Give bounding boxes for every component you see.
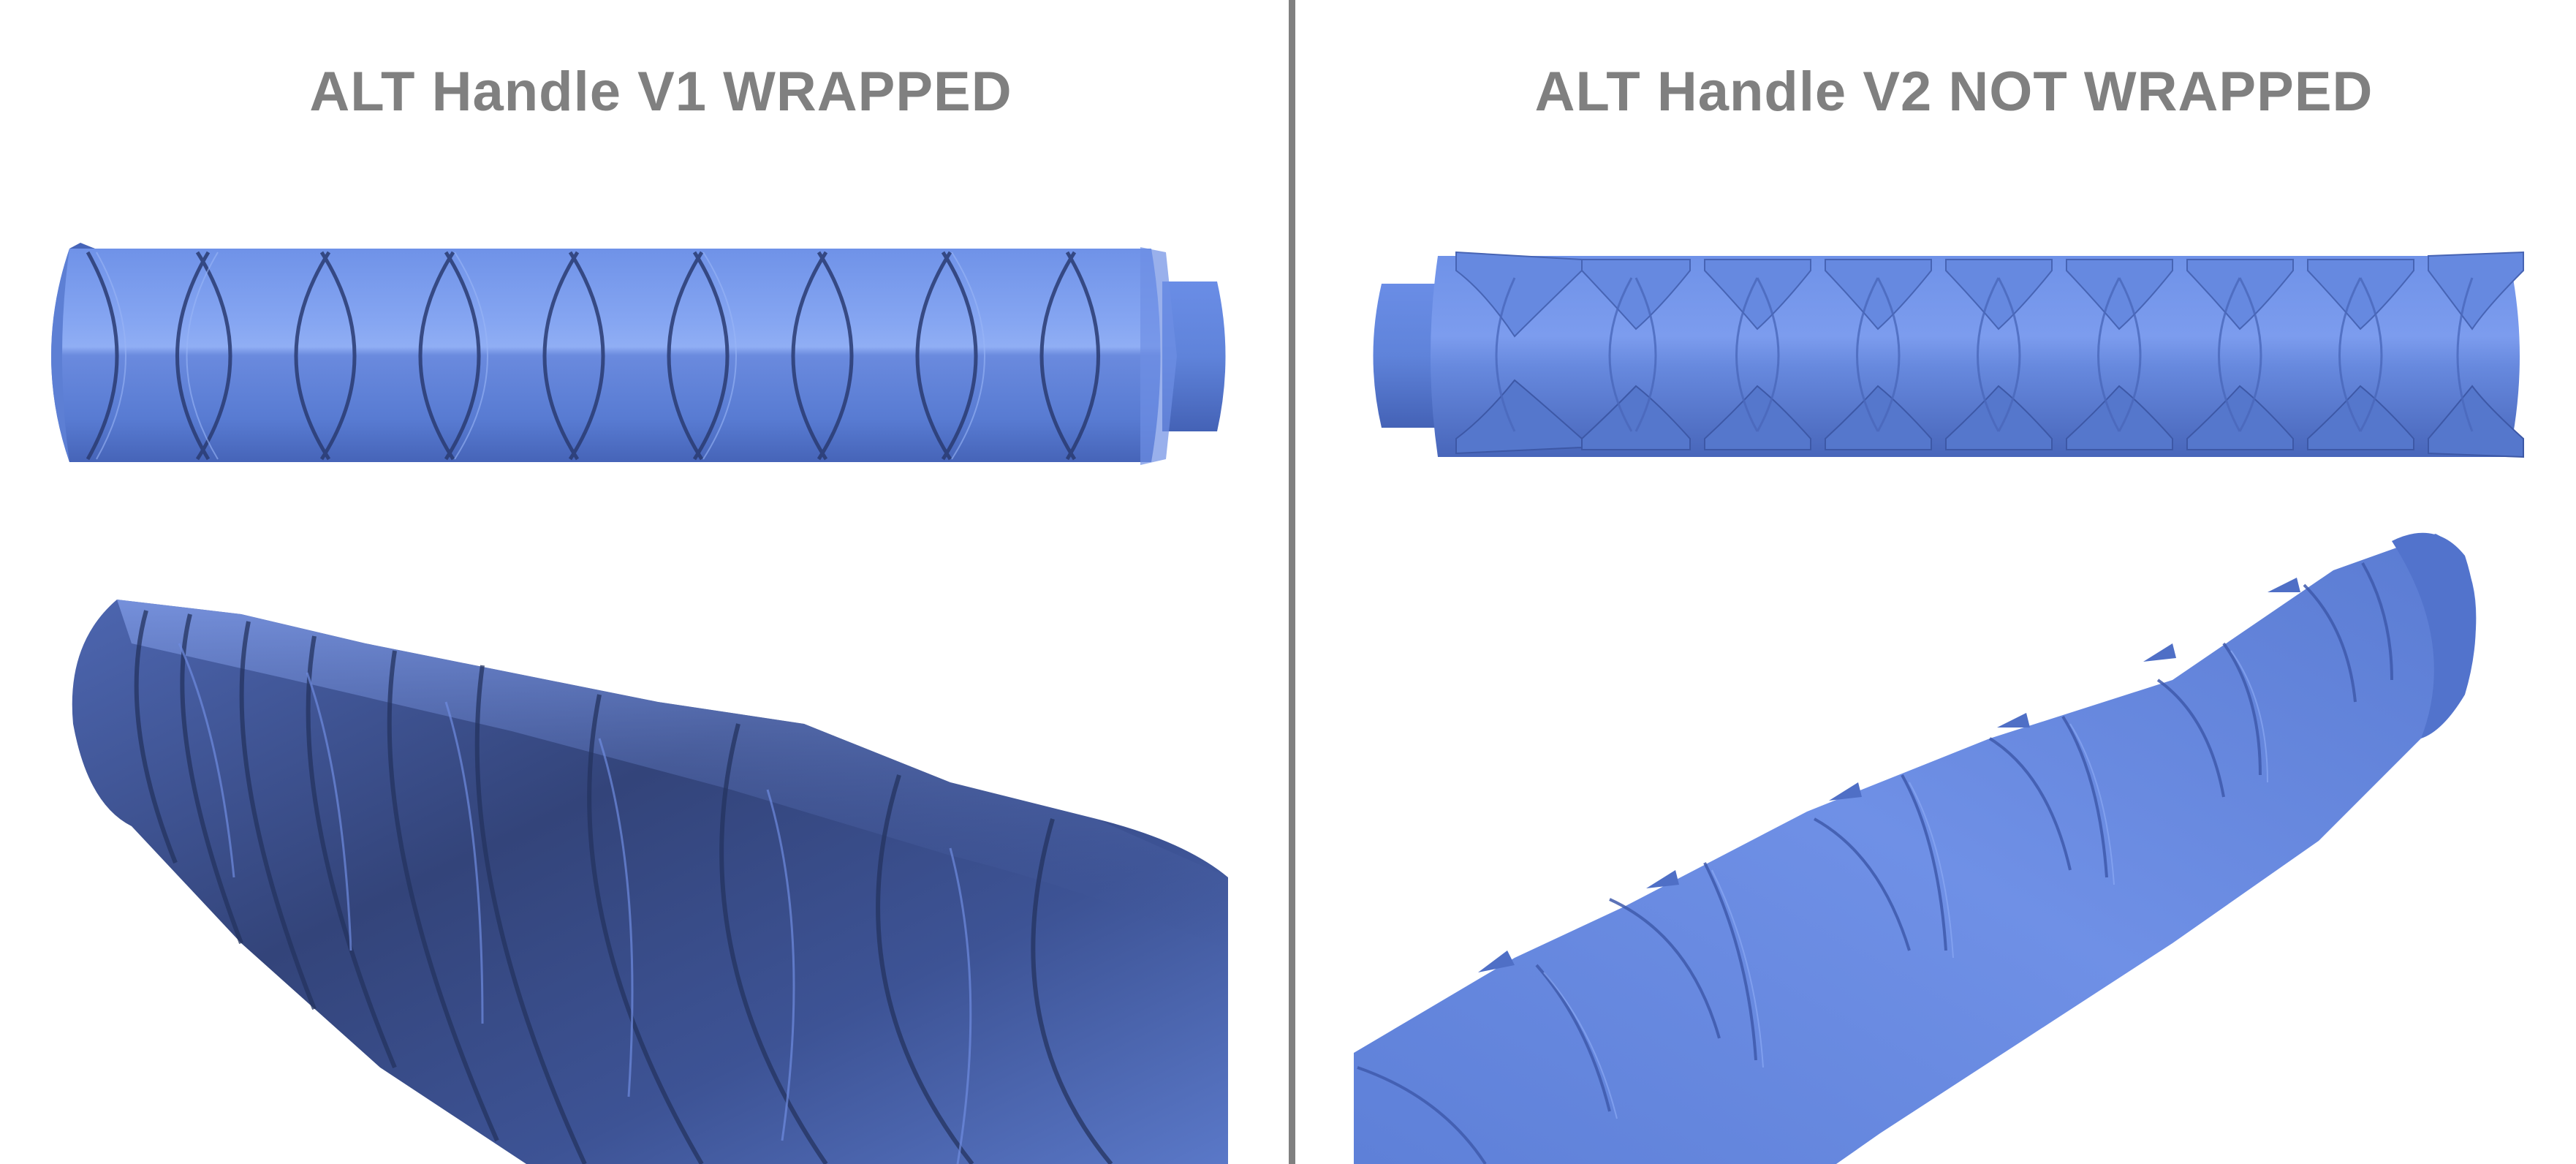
handle-v1-renders [51, 243, 1228, 1164]
panel-title: ALT Handle V1 WRAPPED [309, 61, 1012, 123]
handle-v1-perspective-view [72, 600, 1228, 1164]
panel-v2-not-wrapped: ALT Handle V2 NOT WRAPPED [1295, 0, 2576, 1164]
panel-divider [1289, 0, 1295, 1164]
panel-title: ALT Handle V2 NOT WRAPPED [1534, 61, 2374, 123]
handle-v2-perspective-view [1354, 532, 2477, 1164]
panel-v1-wrapped: ALT Handle V1 WRAPPED [51, 61, 1228, 1164]
handle-v2-side-view [1373, 251, 2524, 458]
handle-v2-renders [1354, 251, 2524, 1164]
handle-v1-side-view [51, 243, 1226, 465]
